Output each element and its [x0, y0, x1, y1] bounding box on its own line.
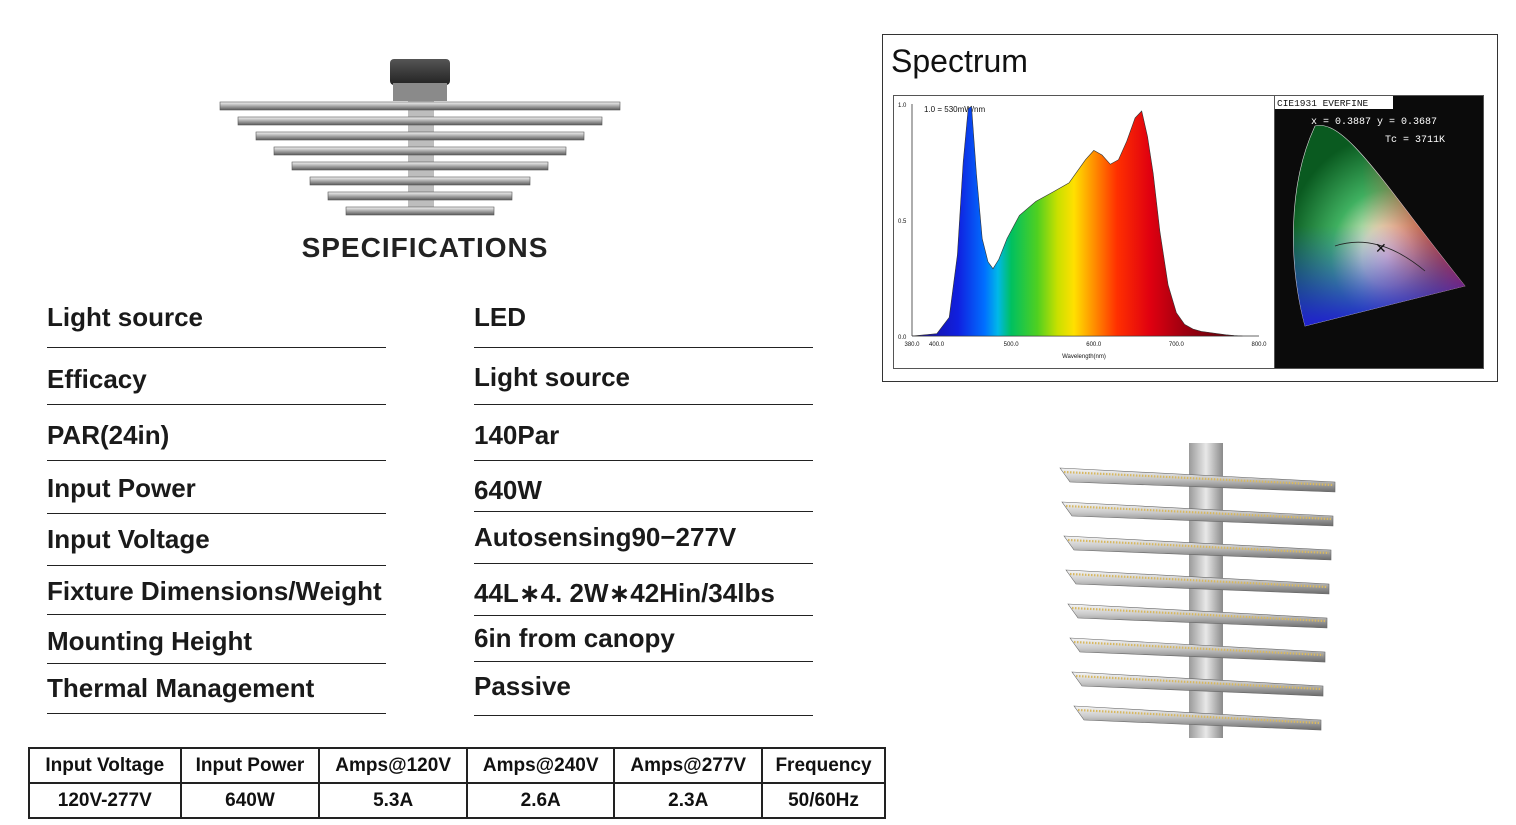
spec-label: Thermal Management	[47, 673, 315, 703]
spec-divider	[474, 615, 813, 616]
x-tick-label: 800.0	[1251, 342, 1267, 348]
cie-color-temperature: Tc = 3711K	[1385, 135, 1445, 146]
cie-chromaticity-image: ✕ CIE1931 EVERFINE x = 0.3887 y = 0.3687…	[1275, 96, 1483, 368]
spec-label: Input Voltage	[47, 524, 210, 554]
spec-label: Light source	[47, 302, 204, 332]
spec-value: Light source	[474, 362, 631, 392]
light-bar	[255, 131, 585, 141]
spec-divider	[474, 347, 813, 348]
led-strip	[1071, 606, 1326, 623]
spec-value: Passive	[474, 671, 571, 701]
specifications-heading: SPECIFICATIONS	[301, 232, 549, 263]
light-bar	[1059, 467, 1336, 493]
y-tick-label: 0.5	[898, 219, 907, 225]
spectrum-panel: Spectrum 1.0 = 530mW/nm 1.0 0.5 0.0 380.0 4…	[882, 34, 1498, 382]
spec-divider	[47, 513, 386, 514]
spec-divider	[47, 663, 386, 664]
spectrum-title: Spectrum	[891, 43, 1028, 79]
spec-value: 640W	[474, 475, 542, 505]
spec-divider	[47, 614, 386, 615]
table-cell: 5.3A	[318, 782, 468, 819]
light-bar	[1061, 501, 1334, 527]
y-tick-label: 0.0	[898, 335, 907, 341]
spec-label: Mounting Height	[47, 626, 253, 656]
light-bar	[291, 161, 549, 171]
spec-divider	[474, 460, 813, 461]
spec-divider	[474, 563, 813, 564]
x-tick-label: 500.0	[1004, 342, 1020, 348]
spec-label: Input Power	[47, 473, 196, 503]
led-strip	[1075, 674, 1322, 691]
table-row: 120V-277V 640W 5.3A 2.6A 2.3A 50/60Hz	[28, 782, 886, 819]
spec-value: 140Par	[474, 420, 560, 450]
cie-header: CIE1931 EVERFINE	[1277, 98, 1369, 109]
light-bar	[327, 191, 513, 201]
spec-value: 6in from canopy	[474, 623, 675, 653]
spec-value: Autosensing90−277V	[474, 522, 737, 552]
light-bar	[1065, 569, 1330, 595]
spectrum-area	[911, 105, 1243, 337]
product-image-fixture-top	[219, 59, 621, 216]
spec-value: 44L∗4. 2W∗42Hin/34lbs	[474, 578, 775, 608]
spec-divider	[47, 565, 386, 566]
table-header-cell: Frequency	[761, 747, 886, 784]
spec-label: Fixture Dimensions/Weight	[47, 576, 382, 606]
cie-diagram: ✕ CIE1931 EVERFINE x = 0.3887 y = 0.3687…	[1274, 95, 1484, 369]
spec-divider	[47, 713, 386, 714]
light-bar	[1069, 637, 1326, 663]
light-bar	[1067, 603, 1328, 629]
light-bar	[219, 101, 621, 111]
table-header-cell: Amps@240V	[465, 747, 616, 784]
spec-divider	[474, 715, 813, 716]
table-header-cell: Input Voltage	[28, 747, 182, 784]
table-cell: 50/60Hz	[761, 782, 886, 819]
spec-divider	[474, 661, 813, 662]
electrical-table: Input Voltage Input Power Amps@120V Amps…	[28, 747, 886, 819]
led-strip	[1077, 708, 1320, 725]
spec-label: PAR(24in)	[47, 420, 170, 450]
spec-label: Efficacy	[47, 364, 147, 394]
spec-value: LED	[474, 302, 526, 332]
cie-crosshair: ✕	[1375, 240, 1387, 256]
table-header-cell: Input Power	[179, 747, 321, 784]
spectrum-chart: 1.0 = 530mW/nm 1.0 0.5 0.0 380.0 400.0 500.0…	[893, 95, 1275, 369]
x-tick-label: 700.0	[1169, 342, 1185, 348]
x-axis-label: Wavelength(nm)	[1062, 354, 1106, 360]
led-strip	[1073, 640, 1324, 657]
table-header-row: Input Voltage Input Power Amps@120V Amps…	[28, 747, 886, 784]
led-strip	[1069, 572, 1328, 589]
spec-divider	[47, 404, 386, 405]
y-tick-label: 1.0	[898, 103, 907, 109]
spec-divider	[47, 460, 386, 461]
light-bar	[1073, 705, 1322, 731]
light-bar	[237, 116, 603, 126]
light-bar	[309, 176, 531, 186]
cie-coordinates: x = 0.3887 y = 0.3687	[1311, 117, 1437, 128]
table-cell: 2.6A	[465, 782, 616, 819]
table-header-cell: Amps@120V	[318, 747, 468, 784]
x-tick-label: 400.0	[929, 342, 945, 348]
product-image-fixture-side	[1059, 443, 1336, 738]
table-header-cell: Amps@277V	[613, 747, 764, 784]
led-strip	[1065, 504, 1332, 521]
light-bar	[273, 146, 567, 156]
table-cell: 640W	[179, 782, 321, 819]
chart-annotation: 1.0 = 530mW/nm	[924, 105, 985, 114]
light-bar	[1063, 535, 1332, 561]
spec-divider	[47, 347, 386, 348]
x-tick-label: 600.0	[1086, 342, 1102, 348]
spec-divider	[474, 404, 813, 405]
spec-divider	[474, 511, 813, 512]
table-cell: 120V-277V	[28, 782, 182, 819]
light-bar	[1071, 671, 1324, 697]
light-bar	[345, 206, 495, 216]
table-cell: 2.3A	[613, 782, 764, 819]
x-tick-label: 380.0	[904, 342, 920, 348]
